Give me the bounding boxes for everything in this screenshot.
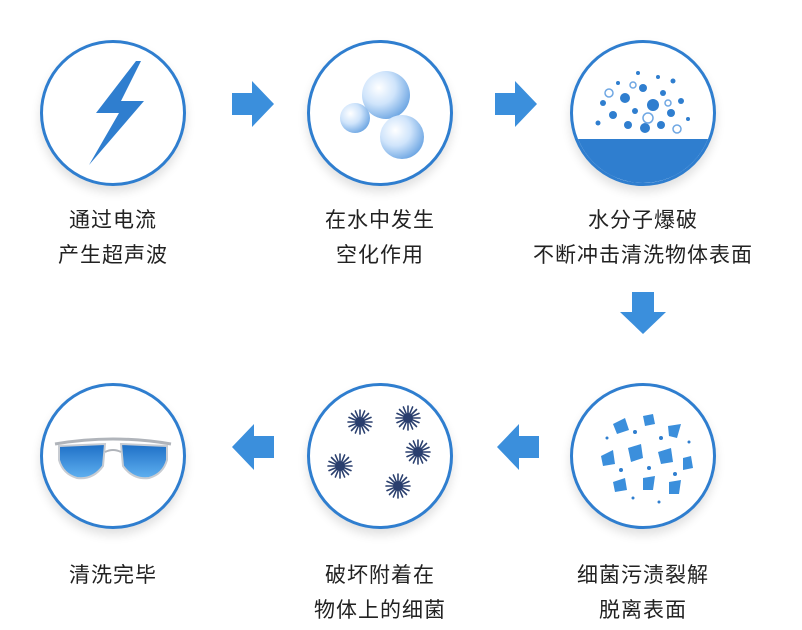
step-5-circle	[307, 383, 453, 529]
step-1-caption: 通过电流 产生超声波	[13, 203, 213, 273]
step-4-circle	[570, 383, 716, 529]
lightning-icon	[89, 61, 144, 165]
step-5-caption: 破坏附着在 物体上的细菌	[280, 558, 480, 628]
arrow-down-icon	[620, 292, 666, 334]
arrow-right-icon	[495, 81, 537, 127]
water-burst-icon	[573, 71, 713, 183]
step-1-line-2: 产生超声波	[58, 243, 168, 267]
bacteria-icon	[327, 405, 431, 499]
step-2-caption: 在水中发生 空化作用	[280, 203, 480, 273]
arrow-left-icon	[232, 424, 274, 470]
step-5-line-1: 破坏附着在	[325, 563, 435, 587]
step-6-caption: 清洗完毕	[13, 558, 213, 593]
step-3-line-2: 不断冲击清洗物体表面	[533, 243, 753, 267]
step-6-line-1: 清洗完毕	[69, 563, 157, 587]
step-4-line-2: 脱离表面	[599, 598, 687, 622]
step-6-circle	[40, 383, 186, 529]
step-2-line-2: 空化作用	[336, 243, 424, 267]
step-4-line-1: 细菌污渍裂解	[577, 563, 709, 587]
arrow-right-icon	[232, 81, 274, 127]
bubbles-icon	[340, 71, 424, 159]
step-3-line-1: 水分子爆破	[588, 208, 698, 232]
step-2-line-1: 在水中发生	[325, 208, 435, 232]
step-3-caption: 水分子爆破 不断冲击清洗物体表面	[528, 203, 758, 273]
step-4-caption: 细菌污渍裂解 脱离表面	[543, 558, 743, 628]
step-1-circle	[40, 40, 186, 186]
step-5-line-2: 物体上的细菌	[314, 598, 446, 622]
step-1-line-1: 通过电流	[69, 208, 157, 232]
arrow-left-icon	[497, 424, 539, 470]
fragments-icon	[601, 414, 693, 504]
step-2-circle	[307, 40, 453, 186]
sunglasses-icon	[54, 437, 172, 480]
step-3-circle	[570, 40, 716, 186]
